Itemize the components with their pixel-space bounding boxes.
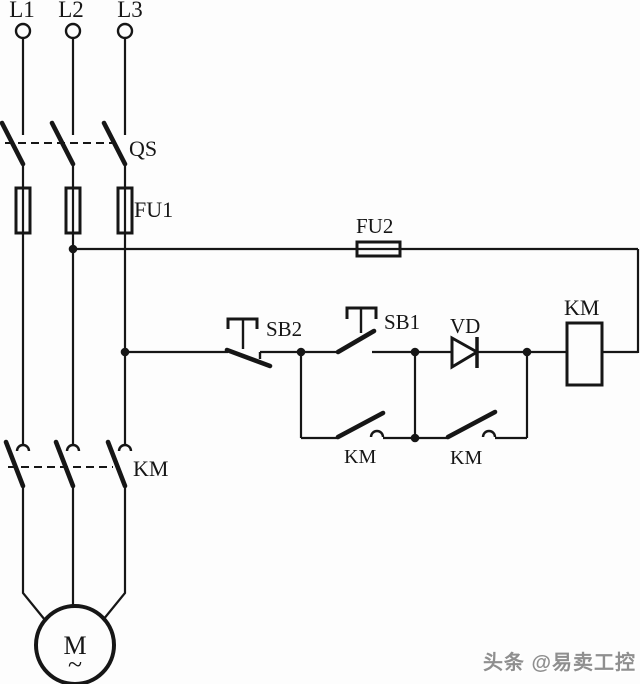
sb1-label: SB1 [384,310,420,334]
vd-label: VD [450,314,480,338]
qs-blade-3 [101,120,128,167]
fu1-fuse-2 [64,186,82,235]
km-main-label: KM [133,456,168,481]
km-aux-left-blade [335,410,386,440]
km-main-hook-1 [15,443,31,452]
motor: M ~ [34,604,116,684]
sb2-contact-blade [224,347,273,369]
sb2-label: SB2 [266,317,302,341]
vd-diode: VD [415,314,527,370]
km-aux-branch: KM KM [299,352,529,469]
sb1-actuator-bracket [345,306,378,319]
km-main-hook-2 [65,443,81,452]
control-line: SB2 SB1 VD KM [120,295,638,387]
fu1-fuse-1 [14,186,32,235]
aux-branch-left-wire [299,352,338,440]
km-main-blade-2 [53,439,76,489]
km-coil: KM [527,295,638,387]
qs-disconnect-switch: QS [0,120,157,167]
terminal-label-l1: L1 [9,0,35,22]
motor-ac-wave: ~ [68,650,82,679]
aux-branch-right-wire [495,352,529,440]
km-aux-left-hook [369,429,385,438]
km-coil-box [565,321,604,387]
fu1-label: FU1 [134,197,173,222]
km-main-contacts: KM [3,439,168,489]
sb1-contact-blade [335,328,377,355]
junction-dot-l2-tap [68,244,78,254]
phase-wires-mid [21,164,127,445]
motor-lead-wires [21,486,127,621]
km-main-blade-1 [3,439,26,489]
km-main-hook-3 [117,443,133,452]
terminal-label-l2: L2 [58,0,84,22]
qs-label: QS [129,136,157,161]
fu2-fuse [355,240,402,258]
vd-diode-triangle [450,335,480,370]
km-main-blade-3 [105,439,128,489]
fu2-label: FU2 [356,214,393,238]
km-coil-label: KM [564,295,599,320]
motor-label: M [63,631,86,660]
km-aux-right-hook [481,429,497,438]
fu1-fuses: FU1 [14,186,173,235]
sb2-stop-button: SB2 [224,317,302,369]
fu2-branch: FU2 [68,214,640,353]
km-aux-right-blade [445,409,498,440]
motor-circle [34,604,116,684]
fu1-fuse-3 [116,186,134,235]
km-aux-right-label: KM [450,447,482,469]
terminal-leads [21,38,127,135]
watermark-text: 头条 @易卖工控 [483,650,636,674]
km-aux-left-label: KM [344,446,376,468]
sb1-start-button: SB1 [301,306,420,355]
terminal-label-l3: L3 [117,0,143,22]
power-terminals: L1 L2 L3 [9,0,143,135]
